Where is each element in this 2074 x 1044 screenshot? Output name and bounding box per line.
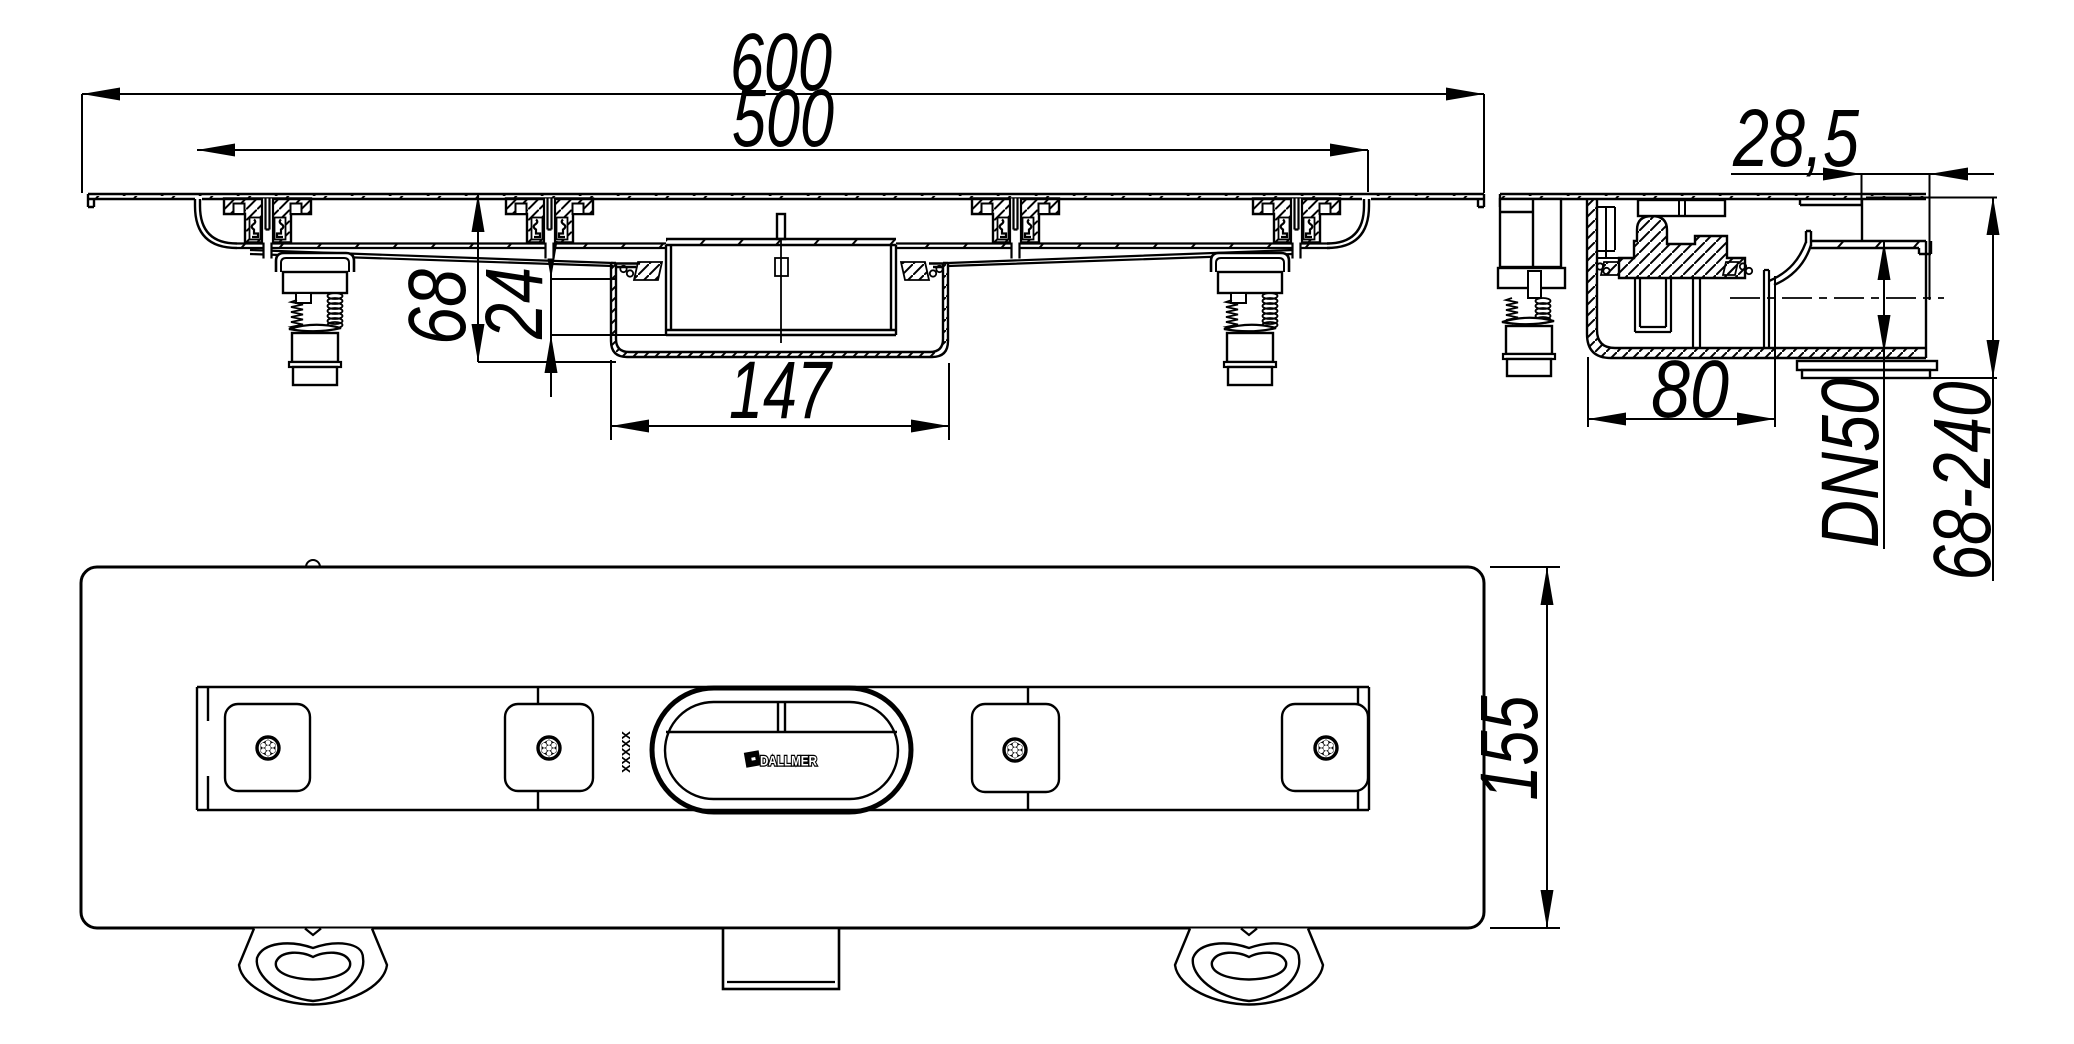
svg-text:DN50: DN50 (1805, 378, 1896, 548)
svg-text:600: 600 (730, 17, 832, 108)
svg-text:500: 500 (732, 73, 834, 164)
svg-text:147: 147 (729, 345, 834, 436)
svg-text:155: 155 (1464, 695, 1555, 800)
svg-text:xxxxx: xxxxx (617, 730, 634, 772)
svg-text:68: 68 (392, 269, 483, 345)
svg-text:DALLMER: DALLMER (760, 754, 817, 769)
svg-text:80: 80 (1651, 344, 1729, 435)
svg-text:28,5: 28,5 (1732, 93, 1859, 184)
svg-text:68-240: 68-240 (1917, 382, 2008, 581)
svg-text:24: 24 (469, 267, 560, 340)
